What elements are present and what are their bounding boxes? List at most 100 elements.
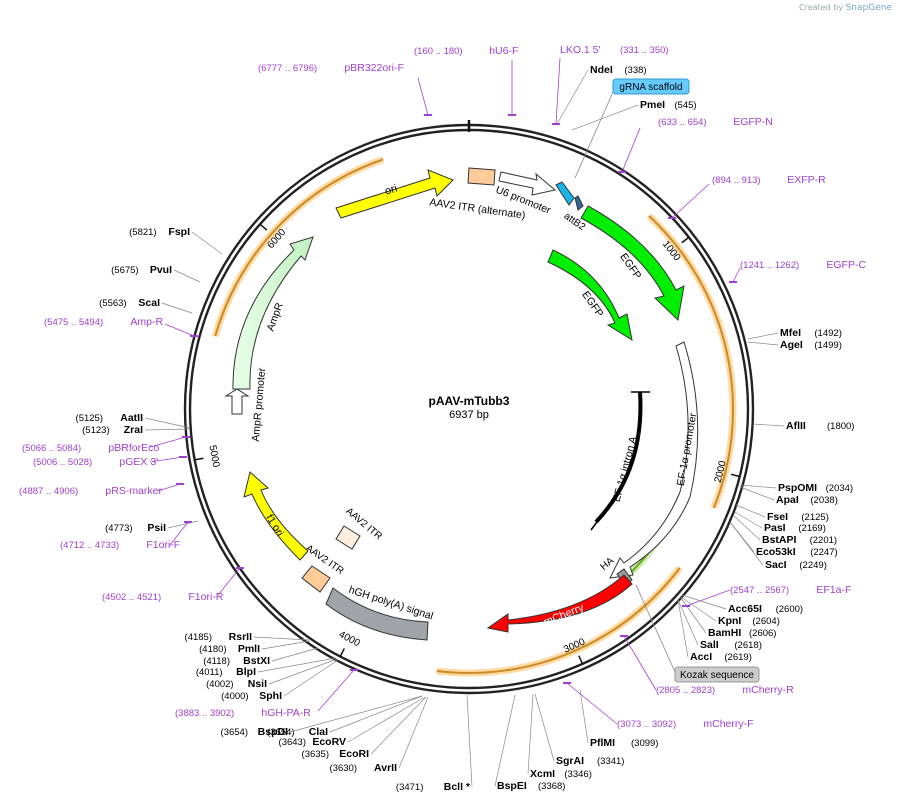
site-xcmi[interactable]: XcmI(3346): [527, 693, 592, 780]
site-leader: [398, 696, 429, 769]
tick-label: 2000: [713, 459, 729, 484]
site-pmei[interactable]: PmeI(545): [571, 99, 697, 131]
primer-range[interactable]: (331 .. 350): [620, 45, 669, 56]
site-name: ApaI: [776, 494, 799, 506]
site-aflii[interactable]: AflII(1800): [752, 420, 854, 432]
site-sali[interactable]: SalI(2618): [677, 599, 762, 651]
site-bstapi[interactable]: BstAPI(2201): [733, 515, 837, 546]
site-position: (3368): [538, 781, 565, 792]
site-leader: [734, 511, 763, 529]
site-psii[interactable]: PsiI(4773): [105, 520, 199, 534]
site-zrai[interactable]: ZraI(5123): [82, 424, 191, 436]
site-leader: [329, 695, 423, 733]
site-agei[interactable]: AgeI(1499): [747, 339, 842, 351]
primer-hghpar[interactable]: (3883 .. 3902)hGH-PA-R: [175, 669, 358, 719]
feature-ampr[interactable]: AmpR: [232, 236, 314, 390]
site-name: EcoRV: [312, 736, 346, 748]
scale-tick: [259, 223, 268, 231]
primer-exfpr[interactable]: (894 .. 913)EXFP-R: [668, 174, 826, 219]
callout-kozak[interactable]: Kozak sequence: [635, 584, 760, 683]
site-position: (4118): [203, 656, 230, 667]
primer-range: (5066 .. 5084): [22, 443, 81, 454]
site-fsei[interactable]: FseI(2125): [735, 504, 829, 523]
feature-ef1a-intron[interactable]: EF-1α intron A: [590, 391, 650, 531]
callout-grna-scaffold[interactable]: gRNA scaffold: [574, 78, 690, 179]
site-position: (3635): [302, 749, 329, 760]
feature-attb2[interactable]: attB2: [555, 181, 588, 233]
primer-range: (1241 .. 1262): [740, 260, 799, 271]
feature-label-ori: ori: [384, 183, 399, 198]
primer-pbrforeco[interactable]: (5066 .. 5084)pBRforEco: [22, 436, 190, 454]
site-sgrai[interactable]: SgrAI(3341): [534, 693, 624, 767]
primer-lko15[interactable]: LKO.1 5': [552, 44, 601, 125]
site-bspei[interactable]: BspEI(3368): [494, 694, 565, 792]
primer-mcherryr[interactable]: (2805 .. 2823)mCherry-R: [620, 635, 794, 696]
primer-f1orir[interactable]: (4502 .. 4521)F1ori-R: [102, 567, 244, 603]
feature-ori[interactable]: ori: [335, 169, 454, 219]
site-rsrii[interactable]: RsrII(4185): [185, 631, 310, 643]
site-fspi[interactable]: FspI(5821): [129, 226, 223, 255]
feature-aav2-itr-right[interactable]: AAV2 ITR: [301, 543, 345, 593]
site-blpi[interactable]: BlpI(4011): [196, 657, 337, 678]
band-ampr: [214, 158, 384, 337]
site-ndei[interactable]: NdeI(338): [556, 64, 647, 125]
primer-range: (5006 .. 5028): [33, 457, 92, 468]
feature-label-mcherry: mCherry: [542, 602, 586, 629]
primer-leader: [157, 483, 181, 492]
site-bspdi[interactable]: BspDI(3654): [221, 695, 423, 738]
primer-prsmarker[interactable]: (4887 .. 4906)pRS-marker: [19, 483, 184, 497]
site-bcli[interactable]: BclI *(3471): [396, 694, 473, 793]
site-avrii[interactable]: AvrII(3630): [330, 696, 429, 774]
site-kpni[interactable]: KpnI(2604): [680, 596, 780, 627]
scale-tick: [194, 457, 204, 461]
site-acci[interactable]: AccI(2619): [677, 599, 752, 663]
site-pvui[interactable]: PvuI(5675): [111, 264, 201, 283]
site-bamhi[interactable]: BamHI(2606): [680, 597, 776, 639]
site-aatii[interactable]: AatII(5125): [76, 412, 191, 429]
primer-mcherryf[interactable]: (3073 .. 3092)mCherry-F: [563, 682, 754, 730]
primer-ef1af[interactable]: (2547 .. 2567)EF1a-F: [682, 584, 851, 607]
primer-name: pGEX 3': [119, 456, 158, 468]
primer-ampr[interactable]: (5475 .. 5494)Amp-R: [44, 316, 198, 337]
site-position: (3654): [267, 727, 294, 738]
site-ecori[interactable]: EcoRI(3635): [302, 696, 427, 760]
site-leader: [257, 657, 337, 673]
feature-mcherry[interactable]: mCherry: [486, 574, 633, 633]
site-bstxi[interactable]: BstXI(4118): [203, 647, 319, 667]
primer-egfpc[interactable]: (1241 .. 1262)EGFP-C: [729, 259, 866, 283]
site-leader: [747, 341, 779, 346]
site-sphi[interactable]: SphI(4000): [221, 659, 339, 702]
site-position: (2618): [734, 640, 761, 651]
credit-text: Created by: [799, 3, 844, 12]
site-apai[interactable]: ApaI(2038): [739, 486, 838, 506]
site-saci[interactable]: SacI(2249): [729, 521, 827, 571]
primer-hu6f[interactable]: (160 .. 180)hU6-F: [414, 45, 518, 116]
site-position: (2201): [810, 535, 837, 546]
site-name: SphI: [259, 690, 282, 702]
site-pflmi[interactable]: PflMI(3099): [579, 689, 658, 749]
site-pasi[interactable]: PasI(2169): [734, 511, 826, 534]
site-leader: [144, 417, 191, 429]
feature-f1-ori[interactable]: f1 ori: [243, 471, 309, 561]
site-name: AgeI: [780, 339, 803, 351]
primer-leader: [621, 127, 641, 173]
site-ecorv[interactable]: EcoRV(3643): [279, 696, 426, 748]
site-mfei[interactable]: MfeI(1492): [747, 327, 842, 340]
site-clai[interactable]: ClaI(3654): [267, 695, 423, 738]
site-scai[interactable]: ScaI(5563): [99, 297, 193, 314]
primer-f1orif[interactable]: (4712 .. 4733)F1ori-F: [60, 521, 192, 551]
feature-egfp-inner[interactable]: EGFP: [547, 249, 633, 342]
site-position: (4773): [105, 523, 132, 534]
primer-pgex3[interactable]: (5006 .. 5028) pGEX 3': [33, 456, 187, 468]
primer-egfpn[interactable]: (633 .. 654)EGFP-N: [618, 116, 773, 173]
feature-aav2-itr-left[interactable]: AAV2 ITR: [335, 506, 384, 550]
site-nsii[interactable]: NsiI(4002): [206, 658, 338, 690]
feature-label-ef1a-intron: EF-1α intron A: [611, 435, 640, 503]
site-pmli[interactable]: PmlI(4180): [199, 640, 311, 655]
callout-grna-label: gRNA scaffold: [619, 82, 682, 93]
site-acc65i[interactable]: Acc65I(2600): [681, 594, 803, 615]
site-name: PmeI: [640, 99, 665, 111]
site-name: ZraI: [124, 424, 143, 436]
site-pspomi[interactable]: PspOMI(2034): [739, 482, 853, 494]
primer-pbr322orif[interactable]: (6777 .. 6796)pBR322ori-F: [258, 62, 432, 116]
